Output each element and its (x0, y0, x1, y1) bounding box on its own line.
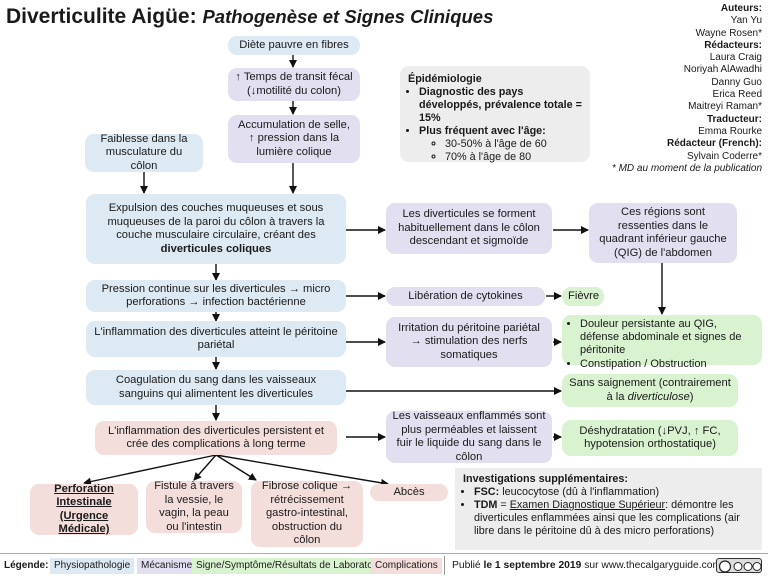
legend-label: Légende: (4, 560, 49, 571)
author-1: Yan Yu (730, 15, 762, 27)
node-diverticula-formation: Expulsion des couches muqueuses et sous … (86, 194, 346, 264)
epidemiology-subitem-60: 30-50% à l'âge de 60 (445, 138, 582, 151)
node-no-bleeding: Sans saignement (contrairement à la dive… (562, 374, 738, 407)
page-title: Diverticulite Aigüe: Pathogenèse et Sign… (6, 5, 493, 29)
node-muscle-weakness: Faiblesse dans la musculature du côlon (85, 133, 203, 172)
translator: Emma Rourke (698, 125, 762, 137)
node-dehydration: Déshydratation (↓PVJ, ↑ FC, hypotension … (562, 420, 738, 456)
node-stool-accumulation: Accumulation de selle, ↑ pression dans l… (228, 115, 360, 163)
node-llq-pain-signs: Douleur persistante au QIG, défense abdo… (562, 315, 762, 370)
reviewer-3: Danny Guo (711, 76, 762, 88)
legend-complications: Complications (371, 558, 442, 574)
reviewer-5: Maitreyi Raman* (688, 101, 762, 113)
epidemiology-item-prevalence: Diagnostic des pays développés, prévalen… (419, 86, 582, 125)
node-persistent-inflammation: L'inflammation des diverticules persiste… (95, 421, 337, 455)
investigation-fsc: FSC: leucocytose (dû à l'inflammation) (474, 486, 754, 499)
node-blood-coagulation: Coagulation du sang dans les vaisseaux s… (86, 370, 346, 405)
reviewer-1: Laura Craig (709, 52, 762, 64)
translator-label: Traducteur: (706, 113, 762, 125)
no-bleeding-text: Sans saignement (contrairement à la (569, 377, 731, 403)
complication-fistula: Fistule à travers la vessie, le vagin, l… (146, 480, 242, 533)
publication-info: Publié le 1 septembre 2019 sur www.theca… (452, 560, 722, 571)
authors-block: Auteurs: Yan Yu Wayne Rosen* Rédacteurs:… (587, 3, 762, 175)
complication-perforation: Perforation Intestinale (Urgence Médical… (30, 483, 138, 535)
node-low-fiber-diet: Diète pauvre en fibres (228, 36, 360, 55)
complication-abscess: Abcès (370, 484, 448, 501)
node-lower-left-quadrant: Ces régions sont ressenties dans le quad… (589, 203, 737, 263)
footer-divider (444, 556, 445, 575)
author-2: Wayne Rosen* (695, 27, 762, 39)
legend-sign-symptom: Signe/Symptôme/Résultats de Laboratoire (192, 558, 388, 574)
epidemiology-item-age: Plus fréquent avec l'âge: 30-50% à l'âge… (419, 125, 582, 164)
fr-editor-label: Rédacteur (French): (666, 138, 762, 150)
sign-persistent-pain: Douleur persistante au QIG, défense abdo… (580, 318, 756, 358)
fr-editor: Sylvain Coderre* (686, 150, 762, 162)
node-peritoneal-irritation: Irritation du péritoine pariétal → stimu… (386, 317, 552, 367)
authors-note: * MD au moment de la publication (611, 162, 762, 174)
title-main: Diverticulite Aigüe: (6, 5, 197, 28)
node-continuous-pressure: Pression continue sur les diverticules →… (86, 280, 346, 312)
node-peritoneum-inflammation: L'inflammation des diverticules atteint … (86, 321, 346, 357)
reviewer-4: Erica Reed (712, 89, 762, 101)
legend-pathophysiology: Physiopathologie (50, 558, 135, 574)
epidemiology-heading: Épidémiologie (408, 73, 482, 85)
investigations-heading: Investigations supplémentaires: (463, 473, 628, 485)
epidemiology-subitem-80: 70% à l'âge de 80 (445, 151, 582, 164)
sign-constipation-obstruction: Constipation / Obstruction (580, 358, 756, 371)
authors-label: Auteurs: (720, 3, 762, 14)
investigations-box: Investigations supplémentaires: FSC: leu… (455, 468, 762, 550)
node-transit-time: ↑ Temps de transit fécal (↓motilité du c… (228, 68, 360, 101)
node-cytokine-release: Libération de cytokines (386, 287, 545, 306)
node-diverticula-location: Les diverticules se forment habituelleme… (386, 203, 552, 254)
expulsion-bold: diverticules coliques (160, 242, 272, 255)
no-bleeding-close: ) (689, 390, 694, 403)
reviewer-2: Noriyah AlAwadhi (683, 64, 762, 76)
cc-license-icon[interactable] (716, 558, 762, 573)
title-sub: Pathogenèse et Signes Cliniques (202, 6, 494, 27)
expulsion-text: Expulsion des couches muqueuses et sous … (107, 202, 325, 241)
epidemiology-box: Épidémiologie Diagnostic des pays dévelo… (400, 66, 590, 164)
reviewers-label: Rédacteurs: (704, 39, 762, 51)
node-permeable-vessels: Les vaisseaux enflammés sont plus perméa… (386, 410, 552, 463)
no-bleeding-italic: diverticulose (627, 390, 690, 403)
node-fever: Fièvre (562, 287, 604, 306)
footer-legend: Légende: Physiopathologie Mécanisme Sign… (0, 553, 768, 576)
legend-mechanism: Mécanisme (137, 558, 197, 574)
complication-fibrosis: Fibrose colique → rétrécissement gastro-… (251, 480, 363, 547)
investigation-tdm: TDM = Examen Diagnostique Supérieur: dém… (474, 499, 754, 538)
